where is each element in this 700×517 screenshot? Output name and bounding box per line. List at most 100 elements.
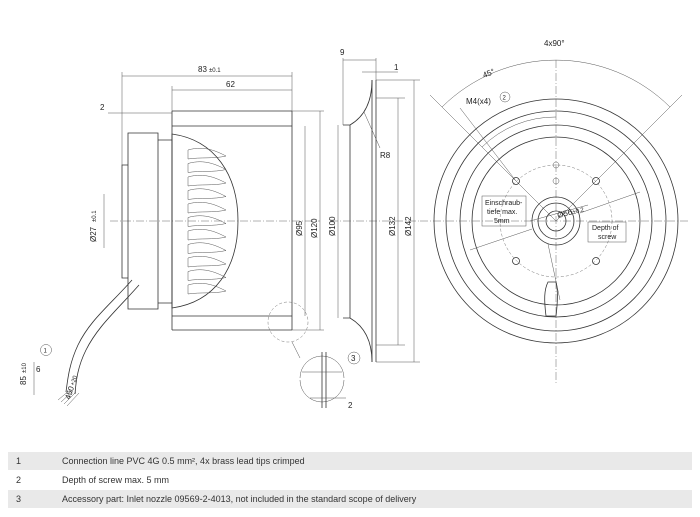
outer-ring (433, 98, 679, 344)
m4-label: M4(x4) (466, 97, 491, 106)
detail-3-leader (291, 341, 301, 359)
spoke-left (469, 228, 533, 251)
rotor-ring (459, 124, 653, 318)
dim-27-tol: ±0.1 (92, 210, 98, 222)
mount-hole-br (592, 257, 600, 265)
dim-27: Ø27 (89, 226, 98, 242)
spoke-right (579, 191, 641, 214)
dim-1: 1 (394, 63, 399, 72)
angle-line-left (429, 94, 557, 222)
dim-45: 45° (481, 67, 496, 80)
note-row: 1 Connection line PVC 4G 0.5 mm², 4x bras… (8, 452, 692, 470)
motor-flange (158, 139, 173, 304)
callout-1: 1 (44, 349, 48, 355)
dim-56-leader (529, 204, 589, 222)
note-text: Connection line PVC 4G 0.5 mm², 4x brass… (62, 456, 305, 466)
rotor-fin (187, 188, 227, 200)
rotor-dome (171, 133, 239, 309)
front-view: 4x90° 45° M4(x4) 2 Einschraub- tiefe max… (420, 39, 690, 385)
cable-inner (74, 284, 140, 395)
technical-drawing: 83 ±0.1 62 2 Ø27 ±0.1 Ø95 Ø120 1 85 ±10 … (19, 39, 690, 410)
rotor-fin (187, 269, 227, 281)
note-number: 2 (16, 475, 22, 485)
inlet-section: 9 1 R8 Ø100 Ø132 Ø142 (328, 48, 420, 363)
angle-line-right (555, 94, 683, 222)
note-number: 3 (16, 494, 22, 504)
hub-inner (537, 202, 575, 240)
dim-62: 62 (226, 80, 235, 89)
depth-box (587, 221, 627, 243)
note-number: 1 (16, 456, 22, 466)
rotor-fin (187, 215, 227, 227)
notes-table: 1 Connection line PVC 4G 0.5 mm², 4x bras… (8, 452, 692, 509)
einschraub-box (481, 195, 527, 227)
rotor-fin (187, 161, 227, 173)
cable-outer (65, 279, 133, 393)
dim-6: 6 (36, 365, 41, 374)
m4-callout: 2 (503, 96, 507, 102)
callout-3: 3 (351, 354, 356, 363)
dim-120: Ø120 (310, 218, 319, 238)
arc-4x90 (441, 59, 671, 108)
rotor-fin (187, 148, 227, 160)
dim-56-tol: ±0.2 (572, 207, 585, 216)
dim-83: 83 (198, 65, 207, 74)
mount-hole-tr (592, 177, 600, 185)
cable-exit (544, 281, 558, 317)
bolt-circle (499, 164, 613, 278)
arc-45 (481, 116, 557, 148)
dim-100: Ø100 (328, 216, 337, 236)
note-row: 2 Depth of screw max. 5 mm (8, 471, 692, 489)
outer-ring-inner (445, 110, 667, 332)
note-text: Depth of screw max. 5 mm (62, 475, 170, 485)
dim-9: 9 (340, 48, 345, 57)
einschraub-line2: tiefe max. (487, 209, 517, 216)
drawing-svg: 83 ±0.1 62 2 Ø27 ±0.1 Ø95 Ø120 1 85 ±10 … (19, 39, 690, 410)
lead-tips (57, 389, 80, 407)
rotor-fin (187, 229, 227, 241)
dim-142: Ø142 (404, 216, 413, 236)
callout-1-circle (40, 344, 52, 356)
dim-450: 450 (63, 385, 76, 401)
rotor-fin (187, 242, 227, 254)
detail-3-marker (267, 301, 309, 343)
dim-56: Ø56 (556, 207, 573, 220)
callout-3-circle (347, 351, 361, 365)
mount-hole-bl (512, 257, 520, 265)
dim-450-tol: +20 (70, 374, 79, 386)
rotor-fin (187, 175, 227, 187)
hub-outer (531, 196, 581, 246)
m4-callout-circle (499, 91, 511, 103)
r8-leader (363, 111, 381, 149)
small-hole-top (552, 161, 560, 169)
rotor-fin (187, 256, 227, 268)
dim-85-tol: ±10 (22, 362, 28, 373)
spoke-bottom (547, 243, 561, 301)
mount-hole-tl (512, 177, 520, 185)
dim-2-bottom: 2 (348, 401, 353, 410)
motor-hub (121, 164, 128, 279)
side-view: 83 ±0.1 62 2 Ø27 ±0.1 Ø95 Ø120 1 85 ±10 … (19, 65, 324, 407)
mounting-holes (512, 161, 600, 265)
inlet-rear-ring (343, 124, 351, 319)
rotor-fins (187, 148, 227, 295)
rotor-ring-inner (471, 136, 641, 306)
m4-leader (459, 107, 517, 182)
dim-95: Ø95 (295, 220, 304, 236)
dim-83-tol: ±0.1 (209, 68, 221, 74)
rotor-fin (187, 202, 227, 214)
einschraub-line3: 5mm (494, 218, 510, 225)
dim-4x90: 4x90° (544, 39, 565, 48)
dim-r8: R8 (380, 151, 391, 160)
small-hole-top2 (552, 177, 560, 185)
motor-base (127, 132, 159, 310)
inlet-curve-top (349, 79, 373, 126)
depth-line2: screw (598, 234, 617, 241)
dim-132: Ø132 (388, 216, 397, 236)
hub-bore (545, 210, 567, 232)
depth-line1: Depth of (592, 225, 619, 232)
dim-85: 85 (19, 376, 28, 385)
rotor-fin (187, 283, 227, 295)
einschraub-line1: Einschraub- (485, 200, 523, 207)
